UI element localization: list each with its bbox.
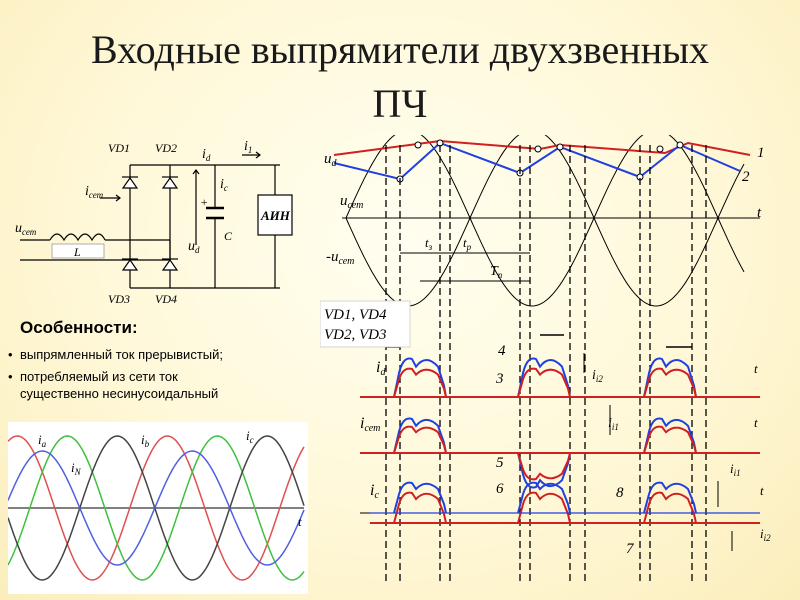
- id-pulse-blue-1: [517, 357, 571, 398]
- id-pulse-red-0: [393, 367, 447, 398]
- u-set-label: uсет: [15, 221, 37, 237]
- ud-point-1: [414, 141, 422, 149]
- page-title: Входные выпрямители двухзвенных: [91, 27, 709, 72]
- vd1-label: VD1: [108, 141, 130, 155]
- iset-label: iсет: [360, 415, 380, 434]
- ic-pulse-red-2: [643, 491, 697, 524]
- uset-curve: [345, 135, 745, 307]
- phase-currents-plot: ia ib ic iN t: [8, 422, 308, 594]
- i-c-label: ic: [220, 177, 228, 193]
- ud-point-7: [656, 145, 664, 153]
- inductor-label: L: [73, 245, 81, 259]
- iset-pulse-red-0: [393, 425, 447, 454]
- ii2-label: ii2: [592, 368, 603, 384]
- ud-label: ud: [324, 151, 338, 169]
- mark-2: 2: [742, 169, 750, 185]
- mark-5: 5: [496, 455, 504, 471]
- id-pulse-red-2: [643, 367, 697, 398]
- ud-point-5: [556, 143, 564, 151]
- features-heading: Особенности:: [20, 318, 138, 337]
- svg-text:t: t: [754, 361, 758, 376]
- mark-7: 7: [626, 541, 635, 557]
- id-pulse-red-1: [517, 367, 571, 398]
- capacitor-plus: +: [200, 195, 208, 209]
- mark-8: 8: [616, 485, 624, 501]
- mark-6: 6: [496, 481, 504, 497]
- u-d-label: ud: [188, 239, 200, 255]
- id-pulse-blue-2: [643, 357, 697, 398]
- i-set-label: iсет: [85, 184, 104, 200]
- waveform-diagram: ud uсет -uсет t tз tp Tп 1 2 3 4 5 6 7 8…: [320, 135, 771, 585]
- capacitor-label: C: [224, 229, 233, 243]
- feature-item: выпрямленный ток прерывистый;: [8, 346, 223, 363]
- in-label: iN: [71, 460, 82, 477]
- id-label: id: [376, 359, 386, 378]
- ud-point-8: [676, 141, 684, 149]
- phase-curve-b: [8, 435, 305, 581]
- ic-label: ic: [246, 428, 254, 445]
- ic-pulse-blue-1: [517, 481, 571, 514]
- phase-t-label: t: [298, 514, 302, 529]
- tz-label: tз: [425, 235, 433, 252]
- ib-label: ib: [141, 432, 150, 449]
- mark-3: 3: [495, 371, 504, 387]
- i-d-label: id: [202, 147, 211, 163]
- iset-pulse-red-1: [643, 425, 697, 454]
- t-axis-label: t: [757, 205, 762, 221]
- iset-pulse-red-neg: [517, 452, 571, 481]
- svg-text:t: t: [754, 415, 758, 430]
- i-1-label: i1: [244, 140, 252, 155]
- Tp-label: Tп: [490, 264, 503, 280]
- mark-1: 1: [757, 145, 765, 161]
- ud-point-4: [534, 145, 542, 153]
- inverter-label: АИН: [260, 208, 291, 223]
- ud-line-2: [333, 141, 741, 181]
- ic-wave-label: ic: [370, 482, 379, 501]
- ic-pulse-red-0: [393, 491, 447, 524]
- page-title-line2: ПЧ: [372, 81, 428, 126]
- ia-label: ia: [38, 432, 47, 449]
- id-pulse-blue-0: [393, 357, 447, 398]
- phase-curve-c: [8, 435, 305, 581]
- vd14-label: VD1, VD4: [324, 307, 387, 323]
- uset-label: uсет: [340, 193, 363, 211]
- mark-4: 4: [498, 343, 506, 359]
- ii2b-label: ii2: [760, 526, 771, 543]
- ii1b-label: ii1: [730, 461, 741, 478]
- vd4-label: VD4: [155, 292, 177, 306]
- features-list: выпрямленный ток прерывистый; потребляем…: [8, 346, 223, 407]
- vd3-label: VD3: [108, 292, 130, 306]
- tp-label: tp: [463, 235, 472, 252]
- phase-curve-a: [8, 435, 305, 581]
- phase-curve-n: [8, 450, 305, 566]
- vd2-label: VD2: [155, 141, 177, 155]
- iset-pulse-blue-neg: [517, 452, 571, 489]
- iset-pulse-blue-1: [643, 417, 697, 454]
- vd23-label: VD2, VD3: [324, 327, 387, 343]
- rectifier-circuit: VD1 VD2 VD3 VD4 iсет uсет L C + id i1 ic…: [15, 140, 293, 306]
- iset-pulse-blue-0: [393, 417, 447, 454]
- neg-uset-curve: [345, 135, 745, 307]
- ic-pulse-red-1: [517, 491, 571, 524]
- ic-pulse-blue-0: [393, 481, 447, 514]
- ii1-label: ii1: [608, 416, 619, 432]
- svg-text:t: t: [760, 483, 764, 498]
- ic-pulse-blue-2: [643, 481, 697, 514]
- neg-uset-label: -uсет: [326, 249, 354, 267]
